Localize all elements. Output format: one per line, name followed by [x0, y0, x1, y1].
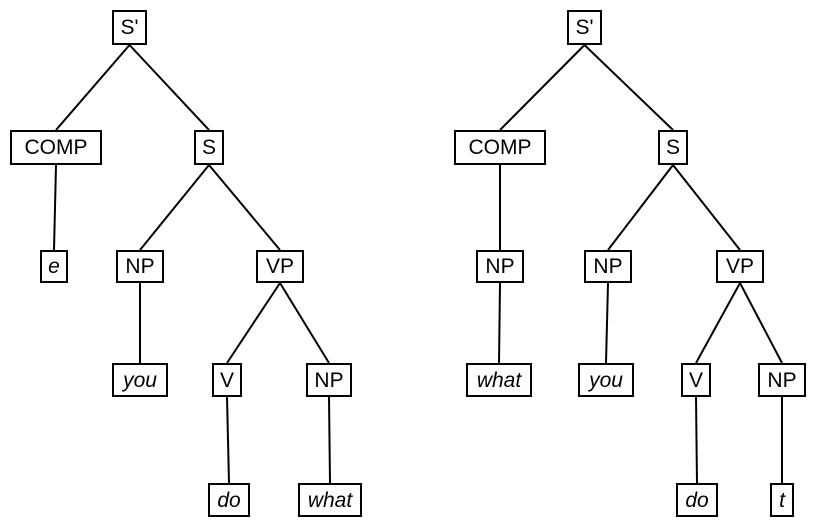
tree-edge-r-vp-to-r-np2 [739, 282, 783, 364]
tree-node-e-l-e: e [40, 250, 68, 283]
tree-edge-l-vp-to-l-np2 [279, 282, 330, 364]
tree-node-s-l-s: S [194, 130, 224, 165]
tree-edge-r-np1-to-r-you [605, 282, 609, 364]
tree-edge-l-sbar-to-l-comp [55, 44, 131, 131]
tree-edge-r-sbar-to-r-s [583, 44, 674, 131]
tree-node-you-r-you: you [578, 363, 634, 397]
tree-edge-l-v-to-l-do [226, 396, 230, 484]
tree-node-np-r-np0: NP [476, 250, 524, 283]
tree-edge-r-vp-to-r-v [695, 282, 741, 364]
tree-edge-l-vp-to-l-v [226, 282, 281, 364]
tree-edge-l-sbar-to-l-s [128, 44, 210, 131]
tree-edge-r-v-to-r-do [695, 396, 698, 484]
tree-node-s-l-sbar: S' [112, 10, 147, 45]
tree-edge-l-s-to-l-np1 [139, 164, 210, 251]
tree-node-v-r-v: V [681, 363, 711, 397]
tree-edge-r-s-to-r-vp [672, 164, 741, 251]
tree-edge-r-sbar-to-r-comp [499, 44, 586, 131]
tree-node-what-l-what: what [298, 483, 362, 517]
tree-node-vp-r-vp: VP [716, 250, 764, 283]
tree-node-s-r-s: S [658, 130, 688, 165]
tree-node-comp-l-comp: COMP [10, 130, 102, 165]
tree-node-s-r-sbar: S' [567, 10, 602, 45]
tree-node-t-r-t: t [770, 483, 794, 517]
tree-node-vp-l-vp: VP [256, 250, 304, 283]
tree-edge-l-s-to-l-vp [208, 164, 281, 251]
tree-node-np-r-np1: NP [584, 250, 632, 283]
tree-node-what-r-what: what [466, 363, 532, 397]
tree-node-do-l-do: do [208, 483, 250, 517]
tree-edge-l-np2-to-l-what [328, 396, 331, 484]
tree-edge-r-np0-to-r-what [498, 282, 501, 364]
tree-node-np-r-np2: NP [758, 363, 806, 397]
tree-node-do-r-do: do [676, 483, 718, 517]
tree-edge-r-s-to-r-np1 [607, 164, 674, 251]
tree-node-np-l-np2: NP [306, 363, 352, 397]
tree-node-v-l-v: V [212, 363, 242, 397]
tree-edge-l-comp-to-l-e [53, 164, 57, 251]
tree-node-you-l-you: you [112, 363, 168, 397]
tree-node-np-l-np1: NP [116, 250, 164, 283]
tree-node-comp-r-comp: COMP [454, 130, 546, 165]
